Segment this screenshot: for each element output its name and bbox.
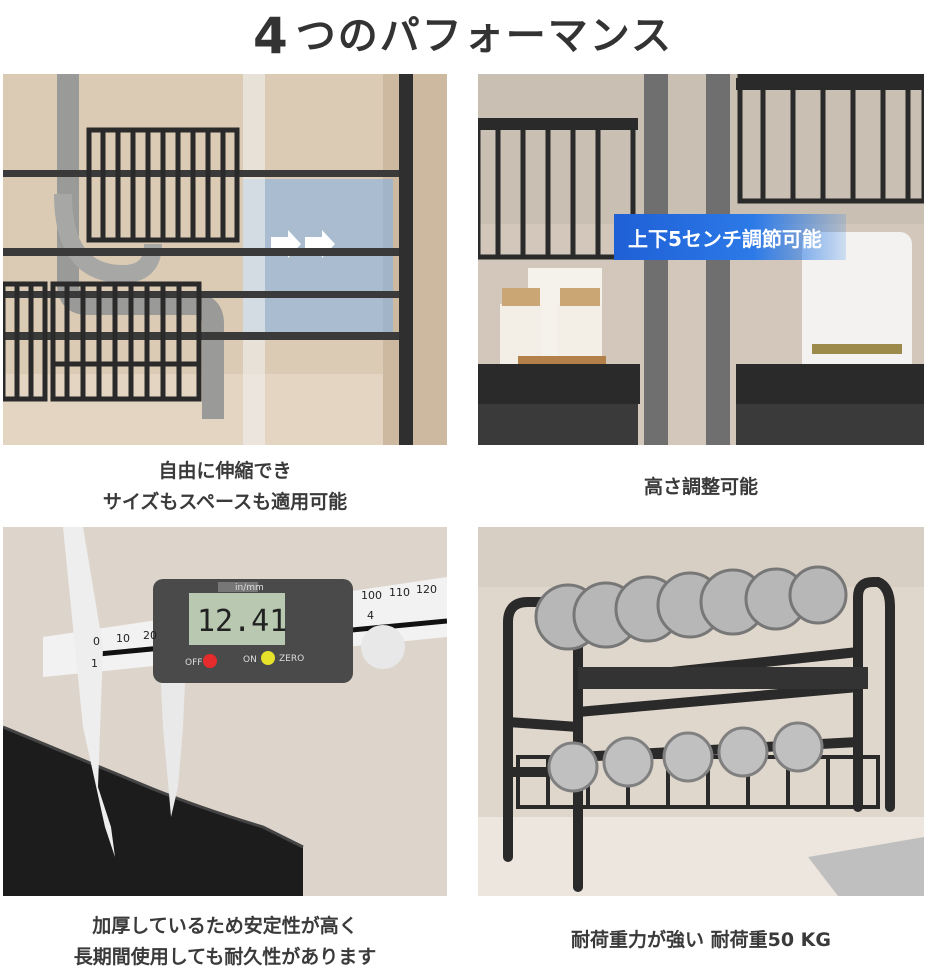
scale-number-4: 4	[367, 609, 374, 622]
caption-load-capacity: 耐荷重力が強い 耐荷重50 KG	[478, 925, 924, 956]
caption-line: 加厚しているため安定性が高く	[92, 915, 358, 937]
caption-line: 自由に伸縮でき	[158, 460, 292, 482]
caption-height-adjust: 高さ調整可能	[478, 472, 924, 503]
caliper-off-label: OFF	[185, 658, 202, 668]
scale-number-120: 120	[416, 583, 437, 596]
image-height-adjust: 上下5センチ調節可能	[478, 74, 924, 445]
caption-line: 耐荷重力が強い 耐荷重50 KG	[571, 929, 831, 951]
image-load-capacity	[478, 527, 924, 896]
image-extendable-rack	[3, 74, 447, 445]
scale-number-110: 110	[389, 586, 410, 599]
caption-line: 長期間使用しても耐久性があります	[73, 946, 377, 968]
title-text: つのパフォーマンス	[295, 13, 673, 59]
caliper-reading: 12.41	[197, 604, 287, 639]
caliper-zero-label: ZERO	[279, 654, 304, 664]
caption-line: サイズもスペースも適用可能	[102, 491, 348, 513]
title-number: 4	[253, 7, 288, 65]
scale-number-100: 100	[361, 589, 382, 602]
scale-number-1: 1	[91, 657, 98, 670]
caption-extendable: 自由に伸縮でき サイズもスペースも適用可能	[3, 456, 447, 518]
scale-number-0: 0	[93, 635, 100, 648]
caliper-on-label: ON	[243, 655, 257, 665]
caption-thickness: 加厚しているため安定性が高く 長期間使用しても耐久性があります	[3, 911, 447, 973]
scale-number-20: 20	[143, 629, 157, 642]
height-adjust-badge: 上下5センチ調節可能	[614, 214, 846, 260]
scale-number-10: 10	[116, 632, 130, 645]
page-title: 4 つのパフォーマンス	[0, 4, 926, 68]
caliper-unit-label: in/mm	[235, 583, 264, 593]
image-caliper-thickness: 12.41 in/mm OFF ON ZERO 0 10 20 100 110 …	[3, 527, 447, 896]
caption-line: 高さ調整可能	[643, 476, 758, 498]
